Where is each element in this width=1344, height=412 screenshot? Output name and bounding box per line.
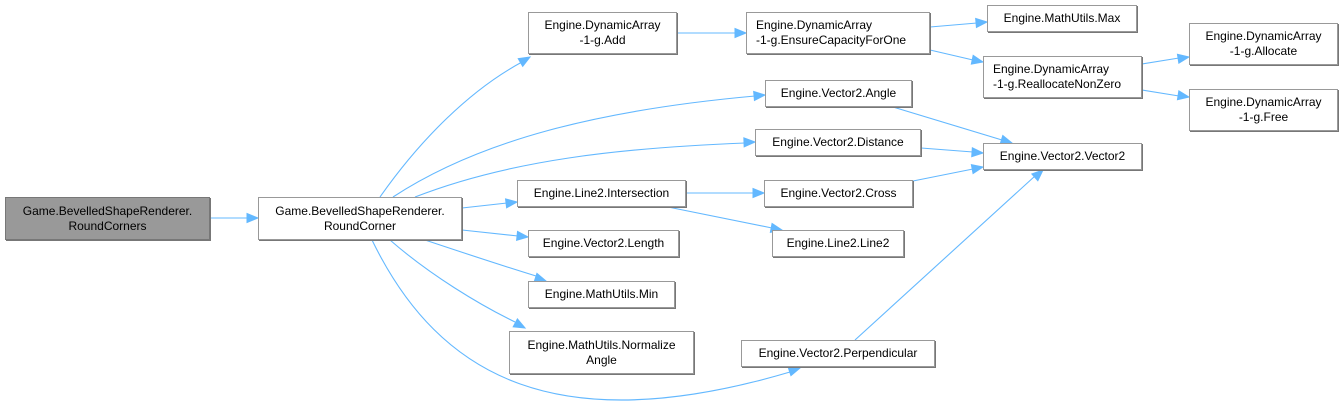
edge-l2Intersection-to-v2Cross [686,187,766,199]
node-dynamic-array-ensure-capacity[interactable]: Engine.DynamicArray -1-g.EnsureCapacityF… [746,12,930,54]
node-label: Engine.MathUtils.Normalize Angle [527,337,676,367]
arrowhead-icon [734,27,748,39]
edge-v2Perp-to-v2Vector2 [854,169,1044,341]
node-label: Engine.DynamicArray -1-g.Free [1205,95,1322,124]
node-label: Engine.Line2.Intersection [533,186,670,200]
node-vector2-cross[interactable]: Engine.Vector2.Cross [764,180,913,207]
edge-v2Cross-to-v2Vector2 [912,164,985,182]
edge-line [461,202,508,209]
edge-line [854,175,1036,341]
edge-line [389,239,516,323]
edge-roundCorner-to-daAdd [379,56,532,198]
node-vector2-vector2[interactable]: Engine.Vector2.Vector2 [983,143,1142,170]
edge-daEnsure-to-muMax [929,17,989,29]
arrowhead-icon [246,212,260,224]
arrowhead-icon [743,137,757,148]
arrowhead-icon [753,90,767,102]
edge-daAdd-to-daEnsure [677,27,748,39]
edge-line [392,95,756,198]
edge-line [892,106,1003,141]
node-dynamic-array-allocate[interactable]: Engine.DynamicArray -1-g.Allocate [1189,23,1338,65]
edge-line [424,239,537,277]
edge-daEnsure-to-daRealloc [929,49,985,65]
node-label: Engine.Vector2.Length [542,236,665,250]
node-label: Engine.DynamicArray -1-g.ReallocateNonZe… [993,62,1122,91]
edge-line [1141,57,1180,65]
edge-roundCorner-to-l2Intersection [461,198,519,209]
arrowhead-icon [1176,53,1191,64]
node-label: Engine.Vector2.Cross [780,186,897,200]
arrowhead-icon [787,366,802,377]
node-label: Engine.DynamicArray -1-g.Allocate [1205,29,1322,58]
arrowhead-icon [1030,169,1044,182]
arrowhead-icon [512,317,527,329]
arrowhead-icon [752,187,766,199]
node-label: Engine.Vector2.Vector2 [999,149,1126,163]
edge-line [379,61,523,198]
edge-line [461,229,519,237]
edge-v2Distance-to-v2Vector2 [920,146,985,158]
node-label: Engine.MathUtils.Min [544,287,659,301]
edge-line [920,147,974,153]
edge-roundCorner-to-v2Distance [414,137,757,198]
edge-roundCorner-to-v2Length [461,229,530,242]
edge-daRealloc-to-daFree [1141,89,1191,101]
arrowhead-icon [516,230,530,242]
node-line2-line2[interactable]: Engine.Line2.Line2 [772,230,904,257]
edge-roundCorner-to-v2Perp [371,239,802,401]
node-label: Engine.Vector2.Angle [780,86,897,100]
arrowhead-icon [504,198,519,209]
node-dynamic-array-add[interactable]: Engine.DynamicArray -1-g.Add [528,12,677,54]
node-vector2-angle[interactable]: Engine.Vector2.Angle [765,80,912,107]
edge-l2Intersection-to-l2Line2 [667,206,784,233]
node-vector2-length[interactable]: Engine.Vector2.Length [528,230,679,257]
node-mathutils-min[interactable]: Engine.MathUtils.Min [528,281,675,308]
node-label: Engine.Vector2.Distance [772,135,904,149]
node-label: Game.BevelledShapeRenderer. RoundCorners [22,203,193,233]
edge-line [1141,89,1180,97]
edge-line [371,239,791,401]
edge-roundCorner-to-v2Angle [392,90,767,198]
arrowhead-icon [1176,90,1191,101]
node-mathutils-normalize-angle[interactable]: Engine.MathUtils.Normalize Angle [509,331,694,374]
edge-line [929,49,974,61]
node-dynamic-array-reallocate[interactable]: Engine.DynamicArray -1-g.ReallocateNonZe… [983,56,1142,98]
edge-line [912,168,974,182]
node-label: Engine.Line2.Line2 [786,236,890,250]
edge-daRealloc-to-daAllocate [1141,53,1191,65]
node-line2-intersection[interactable]: Engine.Line2.Intersection [517,180,686,207]
edge-line [414,142,746,198]
arrowhead-icon [970,164,985,175]
node-label: Game.BevelledShapeRenderer. RoundCorner [275,203,445,233]
node-round-corners: Game.BevelledShapeRenderer. RoundCorners [5,197,210,240]
node-dynamic-array-free[interactable]: Engine.DynamicArray -1-g.Free [1189,89,1338,131]
edge-line [667,206,773,229]
edge-roundCorners-to-roundCorner [210,212,260,224]
edge-line [929,22,978,28]
node-mathutils-max[interactable]: Engine.MathUtils.Max [987,5,1137,32]
node-vector2-perpendicular[interactable]: Engine.Vector2.Perpendicular [741,340,935,367]
arrowhead-icon [517,56,532,68]
node-label: Engine.MathUtils.Max [1003,11,1121,25]
arrowhead-icon [971,146,985,158]
node-label: Engine.Vector2.Perpendicular [758,346,918,360]
node-round-corner[interactable]: Game.BevelledShapeRenderer. RoundCorner [258,197,462,240]
node-label: Engine.DynamicArray -1-g.EnsureCapacityF… [756,18,907,47]
node-label: Engine.DynamicArray -1-g.Add [544,18,661,47]
edge-roundCorner-to-muNormalize [389,239,527,329]
node-vector2-distance[interactable]: Engine.Vector2.Distance [755,129,921,156]
arrowhead-icon [970,54,985,65]
arrowhead-icon [975,17,989,29]
